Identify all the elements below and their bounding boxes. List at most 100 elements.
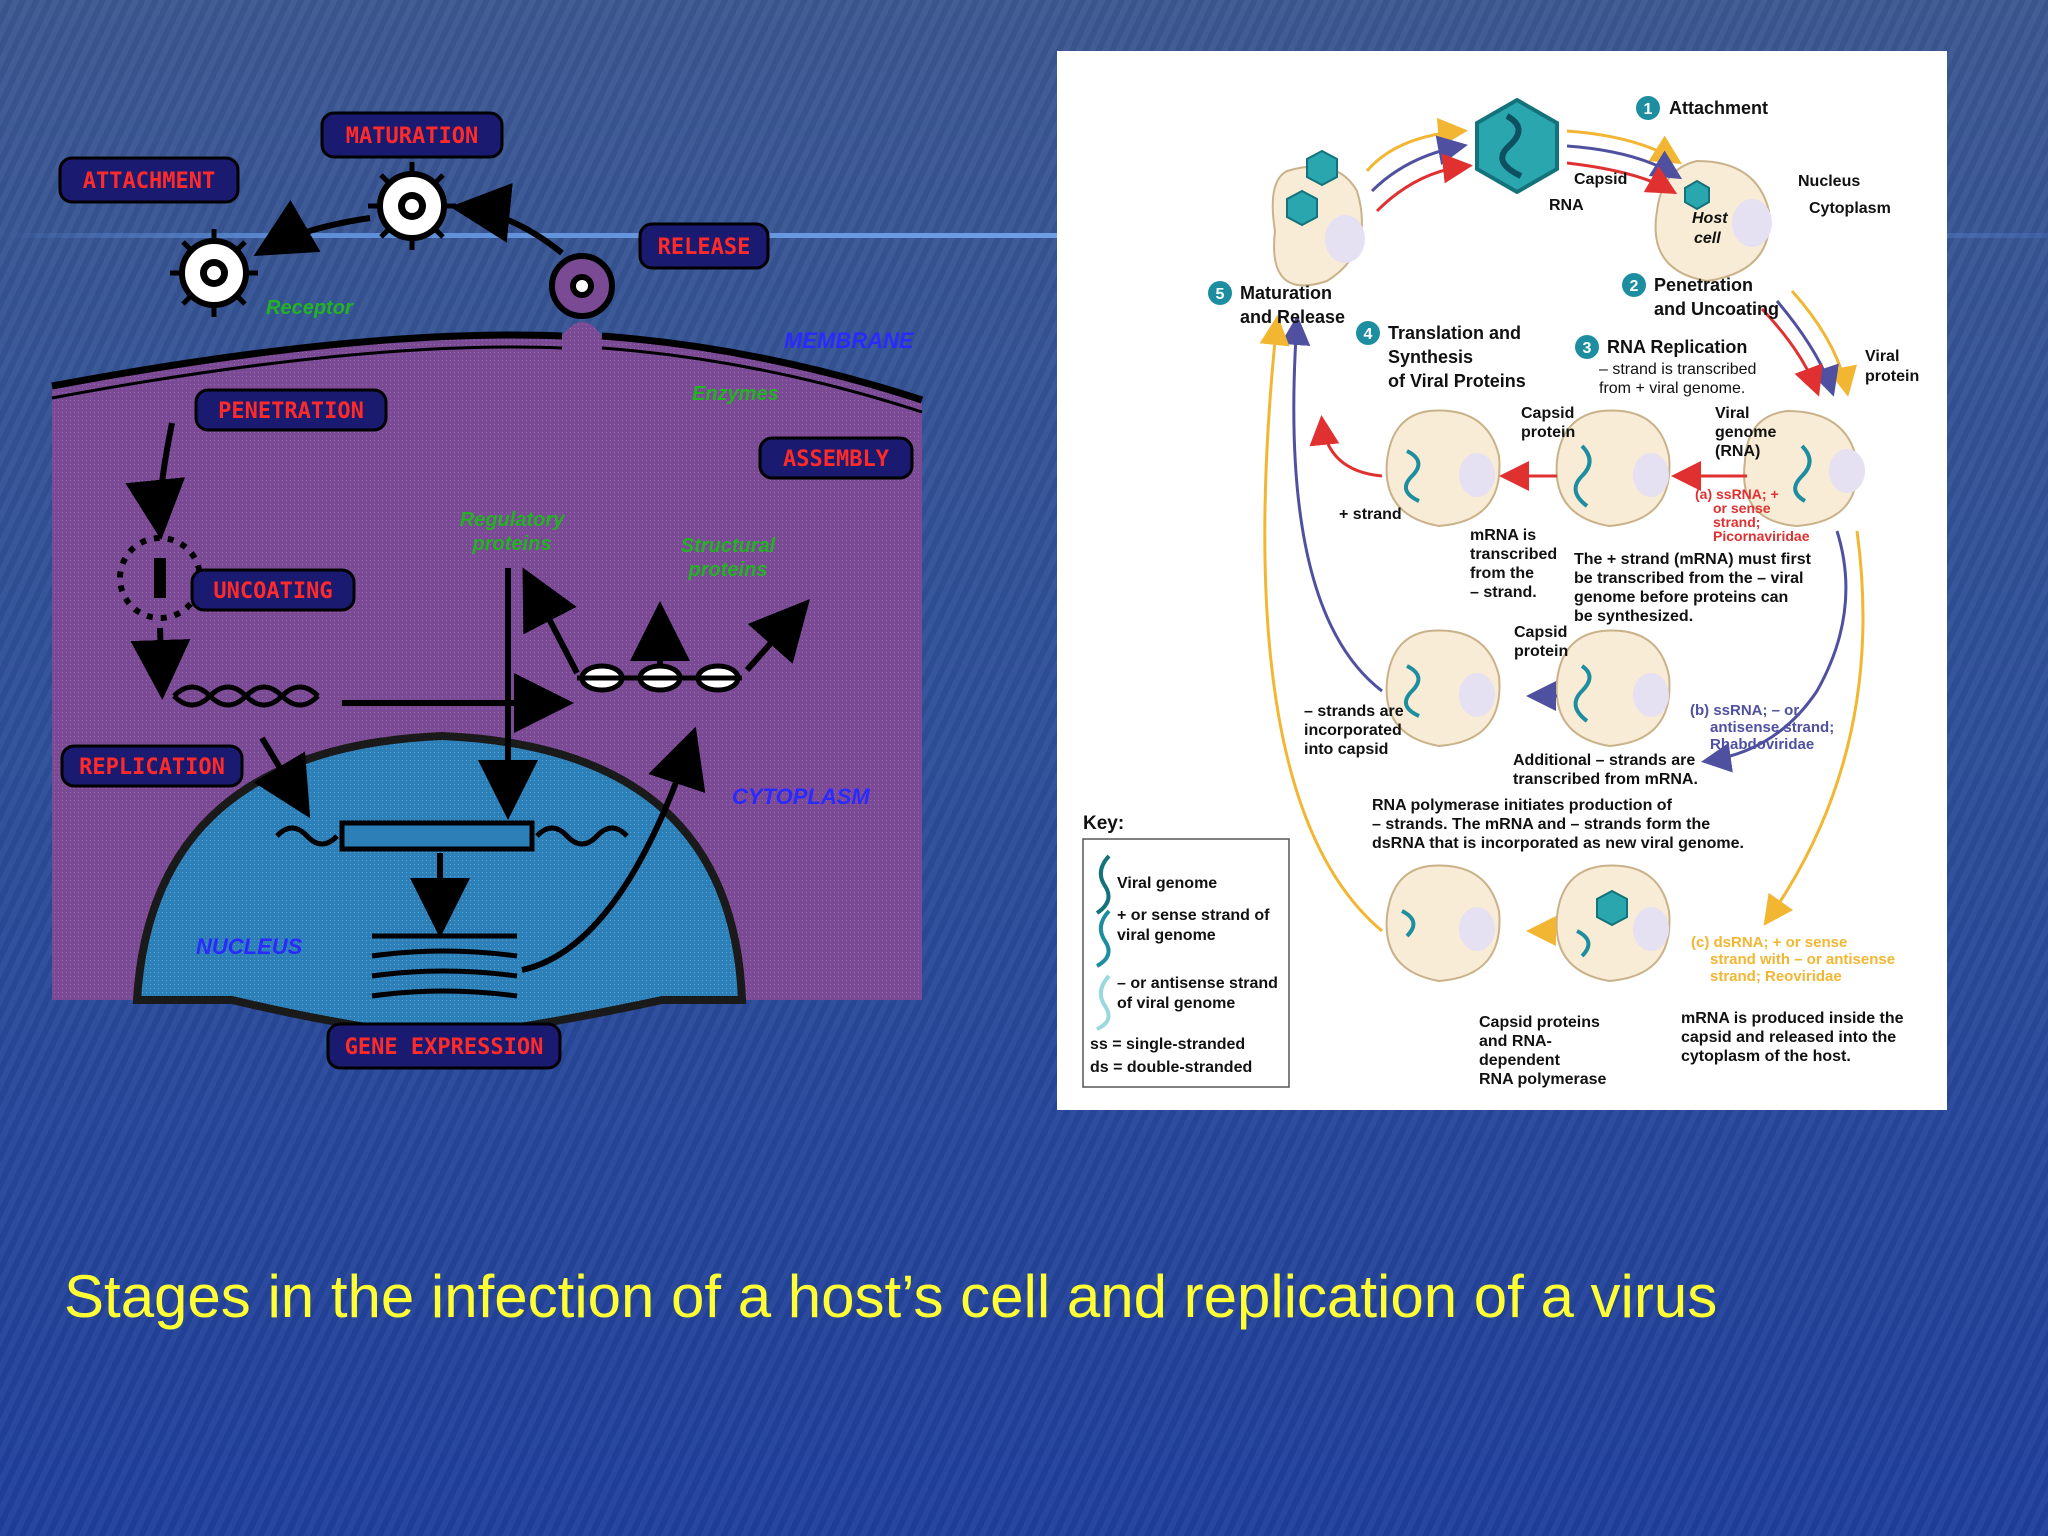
minus-strand-label-2: incorporated bbox=[1304, 722, 1402, 739]
key-minus-strand-1: – or antisense strand bbox=[1117, 975, 1278, 992]
step-1-number: 1 bbox=[1644, 101, 1653, 118]
step-attachment: Attachment bbox=[1669, 98, 1768, 118]
capsid-protein-label-2: protein bbox=[1521, 424, 1575, 441]
key-plus-strand-1: + or sense strand of bbox=[1117, 907, 1270, 924]
capsid-protein-label-1: Capsid bbox=[1521, 405, 1574, 422]
viral-genome-key-icon bbox=[1095, 854, 1111, 915]
cytoplasm-label: Cytoplasm bbox=[1809, 200, 1891, 217]
viral-genome-label-3: (RNA) bbox=[1715, 443, 1760, 460]
viral-protein-label-1: Viral bbox=[1865, 348, 1899, 365]
structural-proteins-label-1: Structural bbox=[681, 535, 776, 557]
svg-text:ASSEMBLY: ASSEMBLY bbox=[783, 447, 890, 472]
step-release: and Release bbox=[1240, 307, 1345, 327]
regulatory-proteins-label-2: proteins bbox=[472, 533, 552, 555]
svg-text:PENETRATION: PENETRATION bbox=[218, 399, 364, 424]
step-3-note-1: – strand is transcribed bbox=[1599, 361, 1756, 378]
regulatory-proteins-label-1: Regulatory bbox=[460, 509, 565, 531]
svg-text:RELEASE: RELEASE bbox=[658, 235, 751, 260]
key-single-stranded: ss = single-stranded bbox=[1090, 1036, 1245, 1053]
capsid-protein-b-label-2: protein bbox=[1514, 643, 1568, 660]
rna-polymerase-note-1: RNA polymerase initiates production of bbox=[1372, 797, 1673, 814]
nucleus-label: NUCLEUS bbox=[196, 934, 303, 959]
step-3-number: 3 bbox=[1583, 340, 1592, 357]
case-b-label-2: antisense strand; bbox=[1710, 719, 1834, 736]
step-2-number: 2 bbox=[1630, 278, 1639, 295]
cytoplasm-label: CYTOPLASM bbox=[732, 784, 870, 809]
mrna-produced-note-1: mRNA is produced inside the bbox=[1681, 1010, 1904, 1027]
stage-label-penetration: PENETRATION bbox=[194, 388, 388, 432]
case-a-label-4: Picornaviridae bbox=[1713, 528, 1810, 544]
viral-genome-label-1: Viral bbox=[1715, 405, 1749, 422]
virus-particle-icon bbox=[368, 162, 456, 250]
viral-genome-label-2: genome bbox=[1715, 424, 1776, 441]
stage-label-replication: REPLICATION bbox=[60, 744, 244, 788]
capsid-rdrp-label-2: and RNA- bbox=[1479, 1033, 1552, 1050]
svg-text:REPLICATION: REPLICATION bbox=[79, 755, 225, 780]
case-b-label-1: (b) ssRNA; – or bbox=[1690, 702, 1799, 719]
viral-protein-label-2: protein bbox=[1865, 368, 1919, 385]
case-b-label-3: Rhabdoviridae bbox=[1710, 736, 1814, 753]
stage-label-gene-expression: GENE EXPRESSION bbox=[326, 1022, 562, 1070]
minus-strand-label-3: into capsid bbox=[1304, 741, 1388, 758]
svg-text:ATTACHMENT: ATTACHMENT bbox=[83, 169, 215, 194]
additional-label-2: transcribed from mRNA. bbox=[1513, 771, 1698, 788]
plus-strand-note-2: be transcribed from the – viral bbox=[1574, 570, 1803, 587]
rna-virus-replication-figure: 1 2 3 4 5 Attachment Penetration and Unc… bbox=[1057, 51, 1947, 1110]
mrna-label-4: – strand. bbox=[1470, 584, 1537, 601]
rna-label: RNA bbox=[1549, 197, 1584, 214]
capsid-label: Capsid bbox=[1574, 171, 1627, 188]
mrna-produced-note-2: capsid and released into the bbox=[1681, 1029, 1896, 1046]
slide-caption: Stages in the infection of a host’s cell… bbox=[64, 1263, 1718, 1330]
mrna-produced-note-3: cytoplasm of the host. bbox=[1681, 1048, 1851, 1065]
ribosome-chain-icon bbox=[577, 663, 742, 693]
capsid-rdrp-label-3: dependent bbox=[1479, 1052, 1561, 1069]
rna-polymerase-note-2: – strands. The mRNA and – strands form t… bbox=[1372, 816, 1710, 833]
stage-label-release: RELEASE bbox=[638, 222, 770, 270]
plus-strand-label: + strand bbox=[1339, 506, 1402, 523]
capsid-protein-b-label-1: Capsid bbox=[1514, 624, 1567, 641]
virus-life-cycle-diagram: MATURATION ATTACHMENT RELEASE PENETRATIO… bbox=[42, 108, 932, 1078]
dna-helix-icon bbox=[172, 684, 629, 852]
plus-strand-note-3: genome before proteins can bbox=[1574, 589, 1788, 606]
stage-label-assembly: ASSEMBLY bbox=[758, 436, 914, 480]
step-4-number: 4 bbox=[1364, 326, 1373, 343]
capsid-rdrp-label-4: RNA polymerase bbox=[1479, 1071, 1607, 1088]
case-c-label-3: strand; Reoviridae bbox=[1710, 968, 1842, 985]
case-a-label-1: (a) ssRNA; + bbox=[1695, 486, 1779, 502]
step-rna-replication: RNA Replication bbox=[1607, 337, 1747, 357]
receptor-label: Receptor bbox=[266, 297, 354, 319]
step-synthesis: Synthesis bbox=[1388, 347, 1473, 367]
structural-proteins-label-2: proteins bbox=[688, 559, 768, 581]
case-a-label-2: or sense bbox=[1713, 500, 1771, 516]
budding-virus-icon bbox=[549, 253, 615, 319]
enzymes-label: Enzymes bbox=[692, 383, 779, 405]
virus-particle-icon bbox=[170, 229, 258, 317]
membrane-label: MEMBRANE bbox=[784, 328, 915, 353]
mrna-label-3: from the bbox=[1470, 565, 1534, 582]
minus-strand-key-icon bbox=[1096, 974, 1111, 1031]
step-uncoating: and Uncoating bbox=[1654, 299, 1779, 319]
step-maturation: Maturation bbox=[1240, 283, 1332, 303]
mrna-strands-icon bbox=[371, 933, 518, 999]
step-viral-proteins: of Viral Proteins bbox=[1388, 371, 1526, 391]
plus-strand-key-icon bbox=[1095, 909, 1111, 968]
rna-polymerase-note-3: dsRNA that is incorporated as new viral … bbox=[1372, 835, 1744, 852]
mrna-label-1: mRNA is bbox=[1470, 527, 1536, 544]
host-label-1: Host bbox=[1692, 210, 1728, 227]
mrna-label-2: transcribed bbox=[1470, 546, 1557, 563]
svg-text:UNCOATING: UNCOATING bbox=[213, 579, 332, 604]
case-c-label-2: strand with – or antisense bbox=[1710, 951, 1895, 968]
key-title: Key: bbox=[1083, 813, 1124, 834]
rna-strands-icon bbox=[1401, 444, 1812, 958]
step-5-number: 5 bbox=[1216, 286, 1225, 303]
stage-label-maturation: MATURATION bbox=[320, 111, 504, 159]
svg-text:GENE EXPRESSION: GENE EXPRESSION bbox=[345, 1035, 544, 1060]
capsid-rdrp-label-1: Capsid proteins bbox=[1479, 1014, 1600, 1031]
nucleus-label: Nucleus bbox=[1798, 173, 1860, 190]
key-box bbox=[1082, 838, 1290, 1088]
additional-label-1: Additional – strands are bbox=[1513, 752, 1695, 769]
cell-nuclei bbox=[1325, 199, 1865, 951]
svg-text:MATURATION: MATURATION bbox=[346, 124, 478, 149]
plus-strand-note-4: be synthesized. bbox=[1574, 608, 1693, 625]
host-label-2: cell bbox=[1694, 230, 1721, 247]
